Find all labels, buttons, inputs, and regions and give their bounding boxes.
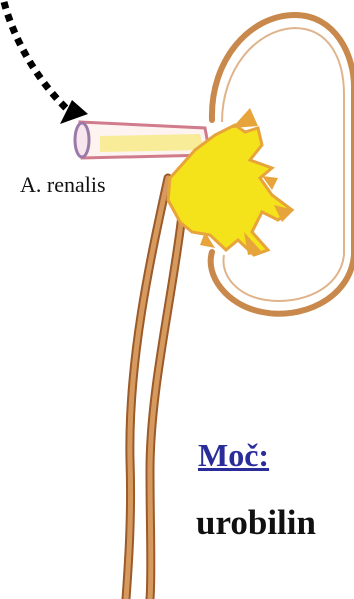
artery-yellow-band — [100, 134, 204, 152]
urine-heading: Moč: — [198, 437, 269, 474]
dotted-arrow-line — [4, 2, 70, 112]
urine-text: urobilin — [196, 503, 316, 543]
artery-opening — [75, 123, 89, 157]
artery-label: A. renalis — [20, 172, 106, 198]
calyx-1 — [232, 108, 258, 128]
